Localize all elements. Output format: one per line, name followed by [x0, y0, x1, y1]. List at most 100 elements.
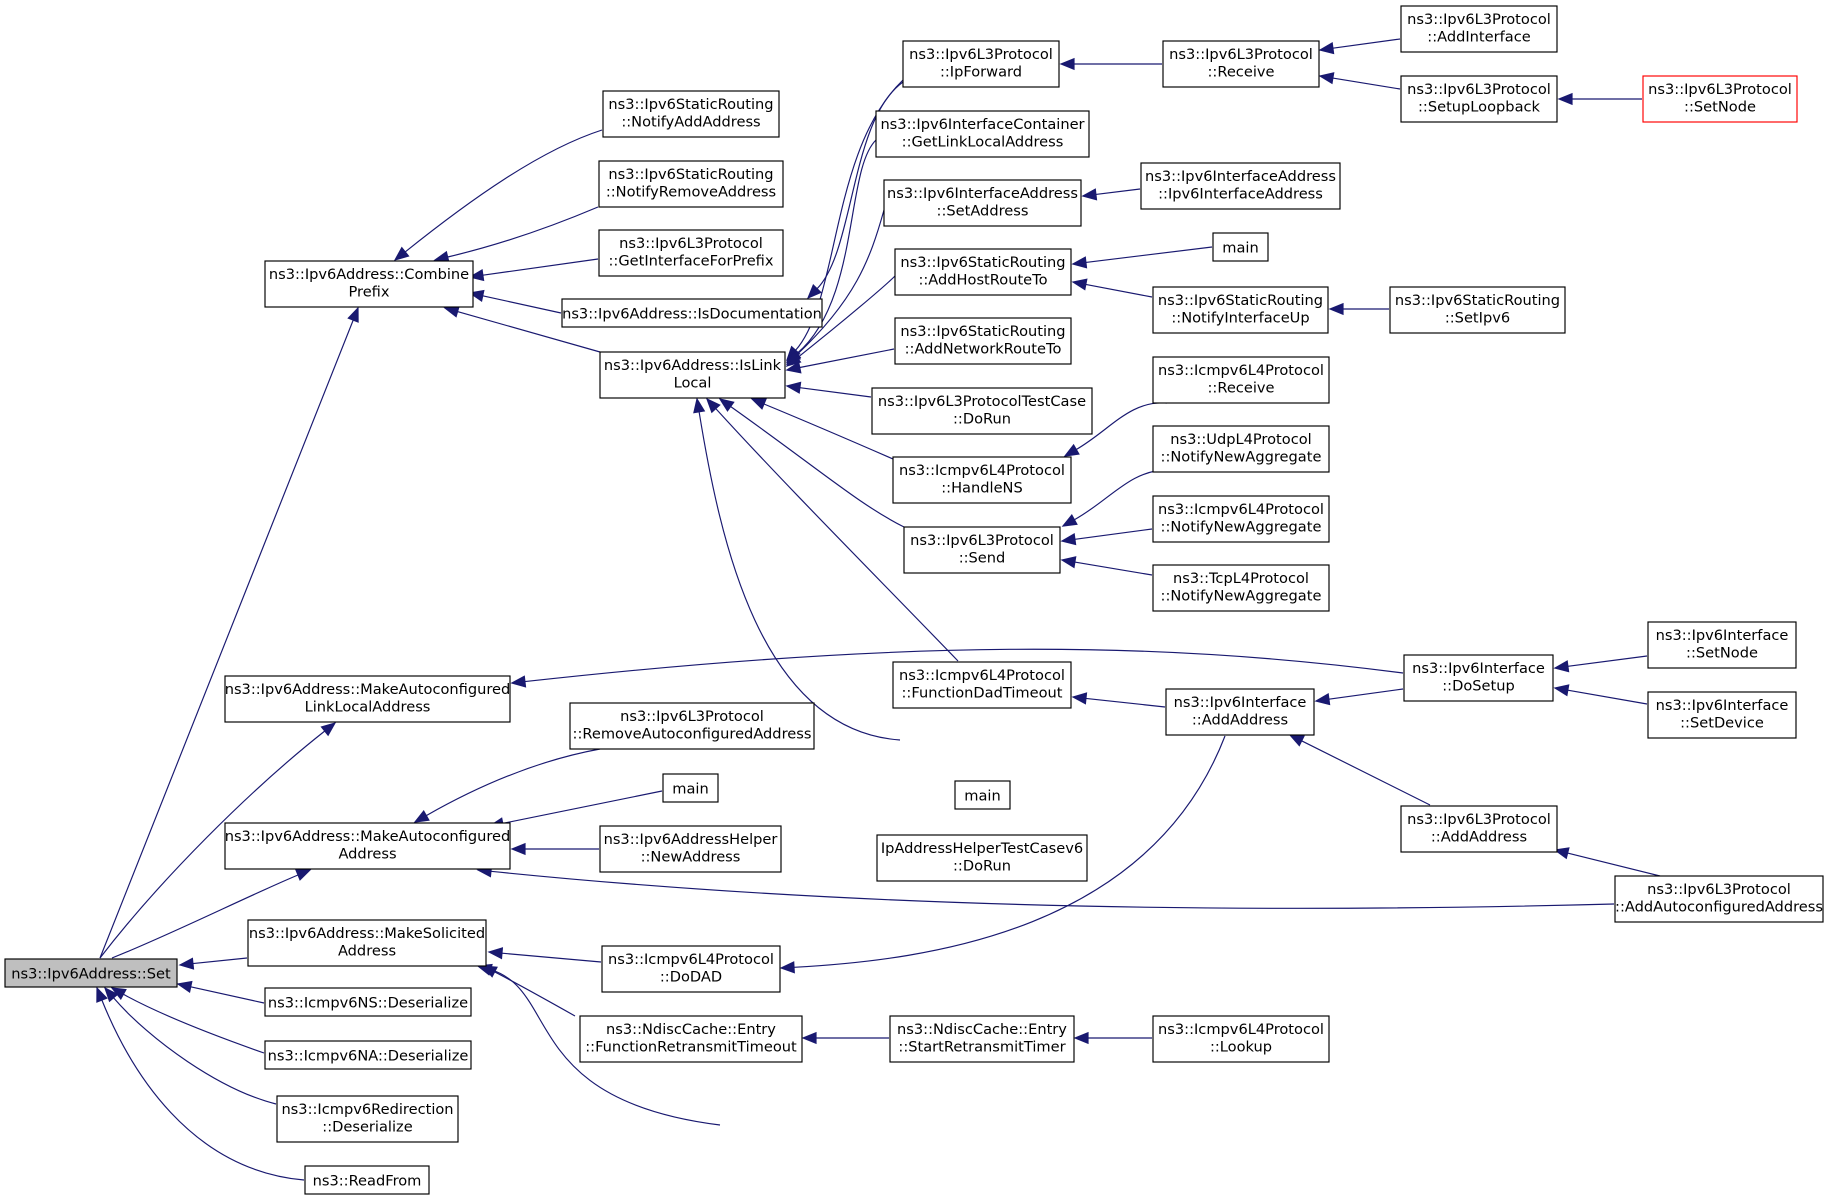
node-label-line: ns3::Ipv6L3Protocol [1648, 81, 1792, 98]
node-sr-add-network-route[interactable]: ns3::Ipv6StaticRouting::AddNetworkRouteT… [894, 317, 1072, 365]
node-l3-send[interactable]: ns3::Ipv6L3Protocol::Send [903, 526, 1061, 574]
e-l3addaddress-addaddress-arrowhead [1288, 734, 1305, 747]
node-iface-dosetup[interactable]: ns3::Ipv6Interface::DoSetup [1403, 654, 1554, 702]
node-label-line: IpAddressHelperTestCasev6 [881, 840, 1083, 857]
node-label-line: LinkLocalAddress [305, 699, 431, 716]
node-label-line: ::HandleNS [941, 480, 1022, 497]
node-label-line: ::StartRetransmitTimer [898, 1039, 1065, 1056]
node-ipaddr-helper-testcase[interactable]: IpAddressHelperTestCasev6::DoRun [876, 834, 1088, 882]
node-icmp-dodad[interactable]: ns3::Icmpv6L4Protocol::DoDAD [601, 945, 781, 993]
e-container-islink-line [796, 139, 877, 355]
node-l3-testcase-dorun[interactable]: ns3::Ipv6L3ProtocolTestCase::DoRun [871, 387, 1093, 435]
node-main-c[interactable]: main [1212, 232, 1269, 262]
node-box [903, 526, 1061, 574]
node-sr-add-host-route[interactable]: ns3::Ipv6StaticRouting::AddHostRouteTo [894, 248, 1072, 296]
node-box [1152, 564, 1330, 612]
node-l3-addaddress[interactable]: ns3::Ipv6L3Protocol::AddAddress [1400, 805, 1558, 853]
e-l3addaddress-addaddress [1288, 734, 1431, 806]
node-label-line: ::NotifyInterfaceUp [1171, 310, 1309, 327]
node-label-line: Address [338, 846, 396, 863]
e-dodad-solicited [487, 947, 602, 963]
e-dadtimeout-islink-arrowhead [705, 397, 721, 414]
e-lookup-startretrans [1073, 1031, 1152, 1045]
node-l3-setnode[interactable]: ns3::Ipv6L3Protocol::SetNode [1642, 75, 1798, 123]
node-label-line: ns3::Ipv6L3ProtocolTestCase [878, 393, 1086, 410]
node-iface-setdevice[interactable]: ns3::Ipv6Interface::SetDevice [1647, 691, 1797, 739]
node-box [1400, 75, 1558, 123]
node-label-line: ::SetIpv6 [1445, 310, 1510, 327]
node-iface-addr-setaddress[interactable]: ns3::Ipv6InterfaceAddress::SetAddress [883, 179, 1082, 227]
node-box [264, 260, 474, 308]
node-main-b[interactable]: main [954, 780, 1011, 810]
call-edges [96, 38, 1661, 1181]
e-udp-send-arrowhead [1061, 514, 1078, 527]
node-icmp-func-dad-timeout[interactable]: ns3::Icmpv6L4Protocol::FunctionDadTimeou… [892, 661, 1072, 709]
node-iface-setnode[interactable]: ns3::Ipv6Interface::SetNode [1647, 621, 1797, 669]
node-box [1165, 688, 1315, 736]
node-icmp-lookup[interactable]: ns3::Icmpv6L4Protocol::Lookup [1152, 1015, 1330, 1063]
node-label-line: Local [674, 375, 712, 392]
node-sr-notify-iface-up[interactable]: ns3::Ipv6StaticRouting::NotifyInterfaceU… [1152, 286, 1329, 334]
node-set[interactable]: ns3::Ipv6Address::Set [4, 958, 178, 988]
node-tcp-notify-agg[interactable]: ns3::TcpL4Protocol::NotifyNewAggregate [1152, 564, 1330, 612]
node-box [1152, 1015, 1330, 1063]
e-l3autoconf-autoaddr-line [490, 870, 1615, 909]
e-removeauto-autoaddr-arrowhead [413, 809, 430, 823]
node-is-documentation[interactable]: ns3::Ipv6Address::IsDocumentation [561, 298, 823, 328]
e-lla-set [99, 722, 337, 959]
node-label-line: ns3::Ipv6Address::Set [11, 966, 171, 983]
node-l3-receive[interactable]: ns3::Ipv6L3Protocol::Receive [1162, 40, 1320, 88]
node-icmp-notify-agg[interactable]: ns3::Icmpv6L4Protocol::NotifyNewAggregat… [1152, 495, 1330, 543]
e-isdoc-combine [468, 289, 562, 314]
e-dadtimeout-islink-line [715, 408, 959, 662]
node-l3-setup-loopback[interactable]: ns3::Ipv6L3Protocol::SetupLoopback [1400, 75, 1558, 123]
node-make-autoconf-lla[interactable]: ns3::Ipv6Address::MakeAutoconfiguredLink… [224, 675, 511, 723]
node-iface-addr-ctor[interactable]: ns3::Ipv6InterfaceAddress::Ipv6Interface… [1140, 162, 1341, 210]
node-icmp-handlens[interactable]: ns3::Icmpv6L4Protocol::HandleNS [892, 456, 1072, 504]
node-label-line: ::NotifyRemoveAddress [606, 184, 776, 201]
e-maina-autoaddr-line [502, 790, 663, 824]
node-ndisc-start-retrans[interactable]: ns3::NdiscCache::Entry::StartRetransmitT… [889, 1015, 1075, 1063]
node-icmpv6redir-deser[interactable]: ns3::Icmpv6Redirection::Deserialize [276, 1095, 459, 1143]
node-icmpv6na-deser[interactable]: ns3::Icmpv6NA::Deserialize [264, 1040, 472, 1070]
e-setaddress-islink [785, 209, 885, 366]
e-dadtimeout-islink [705, 397, 959, 662]
node-icmpv6ns-deser[interactable]: ns3::Icmpv6NS::Deserialize [264, 987, 472, 1017]
e-addaddress-dadtimeout [1071, 692, 1166, 708]
node-label-line: ::DoDAD [660, 969, 722, 986]
e-l3autoconf-l3addaddress [1553, 847, 1661, 877]
node-label-line: ns3::TcpL4Protocol [1173, 570, 1309, 587]
node-sr-setipv6[interactable]: ns3::Ipv6StaticRouting::SetIpv6 [1389, 286, 1566, 334]
node-udp-notify-agg[interactable]: ns3::UdpL4Protocol::NotifyNewAggregate [1152, 425, 1330, 473]
node-l3-remove-autoconf[interactable]: ns3::Ipv6L3Protocol::RemoveAutoconfigure… [569, 702, 815, 750]
node-ndisc-func-retrans[interactable]: ns3::NdiscCache::Entry::FunctionRetransm… [579, 1015, 803, 1063]
node-l3-ipforward[interactable]: ns3::Ipv6L3Protocol::IpForward [902, 40, 1060, 88]
e-handlens-islink-line [763, 403, 894, 460]
node-addr-helper-new[interactable]: ns3::Ipv6AddressHelper::NewAddress [599, 825, 782, 873]
node-make-autoconf-addr[interactable]: ns3::Ipv6Address::MakeAutoconfiguredAddr… [224, 822, 511, 870]
node-main-a[interactable]: main [662, 773, 719, 803]
e-solicited-set-line [192, 957, 248, 965]
e-dosetup-addaddress [1314, 688, 1404, 706]
node-icmp-receive[interactable]: ns3::Icmpv6L4Protocol::Receive [1152, 356, 1330, 404]
node-sr-notify-remove[interactable]: ns3::Ipv6StaticRouting::NotifyRemoveAddr… [598, 160, 784, 208]
node-iface-addaddress[interactable]: ns3::Ipv6Interface::AddAddress [1165, 688, 1315, 736]
node-box [883, 179, 1082, 227]
node-l3-addinterface[interactable]: ns3::Ipv6L3Protocol::AddInterface [1400, 5, 1558, 53]
node-label-line: ns3::Icmpv6NS::Deserialize [268, 995, 468, 1012]
node-iface-container-getlla[interactable]: ns3::Ipv6InterfaceContainer::GetLinkLoca… [875, 110, 1090, 158]
e-ifacesetdevice-dosetup-arrowhead [1553, 684, 1570, 697]
node-l3-add-autoconf[interactable]: ns3::Ipv6L3Protocol::AddAutoconfiguredAd… [1614, 875, 1824, 923]
e-combine-set [99, 306, 359, 959]
node-label-line: ns3::Icmpv6L4Protocol [1158, 362, 1324, 379]
e-sraddr-combine-arrowhead [393, 246, 410, 261]
node-label-line: ::AddAddress [1431, 829, 1527, 846]
node-readfrom[interactable]: ns3::ReadFrom [304, 1165, 430, 1195]
e-startretrans-funcretrans-arrowhead [801, 1031, 817, 1045]
node-l3-get-iface-prefix[interactable]: ns3::Ipv6L3Protocol::GetInterfaceForPref… [598, 229, 784, 277]
node-label-line: ns3::Ipv6InterfaceContainer [880, 116, 1084, 133]
node-sr-notify-add[interactable]: ns3::Ipv6StaticRouting::NotifyAddAddress [602, 90, 780, 138]
